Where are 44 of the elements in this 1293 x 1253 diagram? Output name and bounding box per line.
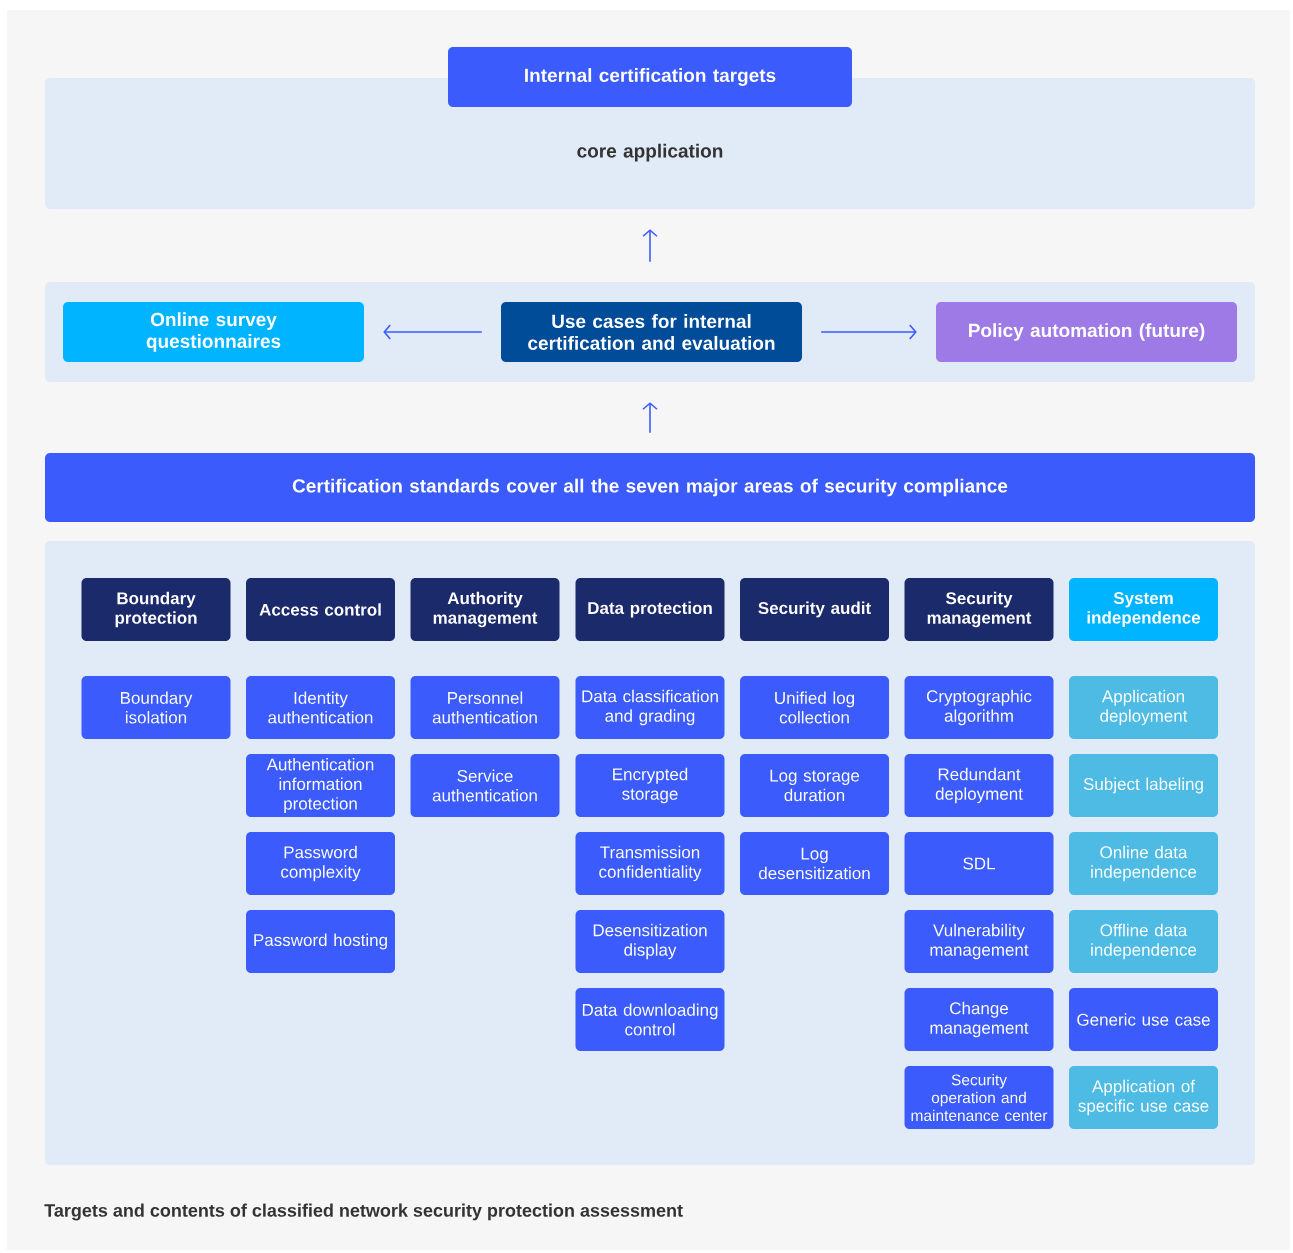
item-box: Personnel authentication	[410, 676, 560, 739]
item-box: Application of specific use case	[1069, 1066, 1218, 1129]
item-box: Identity authentication	[246, 676, 395, 739]
item-box: Boundary isolation	[81, 676, 231, 739]
item-box: Authentication information protection	[246, 754, 395, 817]
column-header: System independence	[1069, 578, 1218, 641]
item-box: Desensitization display	[575, 910, 725, 973]
banner: Certification standards cover all the seven major areas of security compliance	[45, 453, 1255, 522]
item-box: Redundant deployment	[904, 754, 1054, 817]
arrow	[820, 324, 917, 340]
process-box: Online survey questionnaires	[63, 302, 364, 362]
item-box: Application deployment	[1069, 676, 1218, 739]
item-box: Data downloading control	[575, 988, 725, 1051]
item-box: Subject labeling	[1069, 754, 1218, 817]
item-box: Log desensitization	[740, 832, 889, 895]
caption: Targets and contents of classified network security protection assessment	[44, 1203, 683, 1221]
process-box: Policy automation (future)	[936, 302, 1237, 362]
tab-box: Internal certification targets	[448, 47, 852, 107]
arrow	[642, 402, 658, 434]
item-box: Service authentication	[410, 754, 560, 817]
item-box: Transmission confidentiality	[575, 832, 725, 895]
item-box: Password hosting	[246, 910, 395, 973]
column-header: Access control	[246, 578, 395, 641]
item-box: Log storage duration	[740, 754, 889, 817]
item-box: Vulnerability management	[904, 910, 1054, 973]
column-header: Authority management	[410, 578, 560, 641]
item-box: Cryptographic algorithm	[904, 676, 1054, 739]
arrow	[642, 229, 658, 263]
column-header: Security audit	[740, 578, 889, 641]
item-box: Generic use case	[1069, 988, 1218, 1051]
item-box: Password complexity	[246, 832, 395, 895]
item-box: Unified log collection	[740, 676, 889, 739]
item-box: Change management	[904, 988, 1054, 1051]
column-header: Data protection	[575, 578, 725, 641]
arrow	[383, 324, 483, 340]
item-box: Data classification and grading	[575, 676, 725, 739]
column-header: Security management	[904, 578, 1054, 641]
column-header: Boundary protection	[81, 578, 231, 641]
item-box: SDL	[904, 832, 1054, 895]
item-box: Offline data independence	[1069, 910, 1218, 973]
process-box: Use cases for internal certification and evaluation	[501, 302, 802, 362]
item-box: Online data independence	[1069, 832, 1218, 895]
item-box: Security operation and maintenance center	[904, 1066, 1054, 1129]
item-box: Encrypted storage	[575, 754, 725, 817]
